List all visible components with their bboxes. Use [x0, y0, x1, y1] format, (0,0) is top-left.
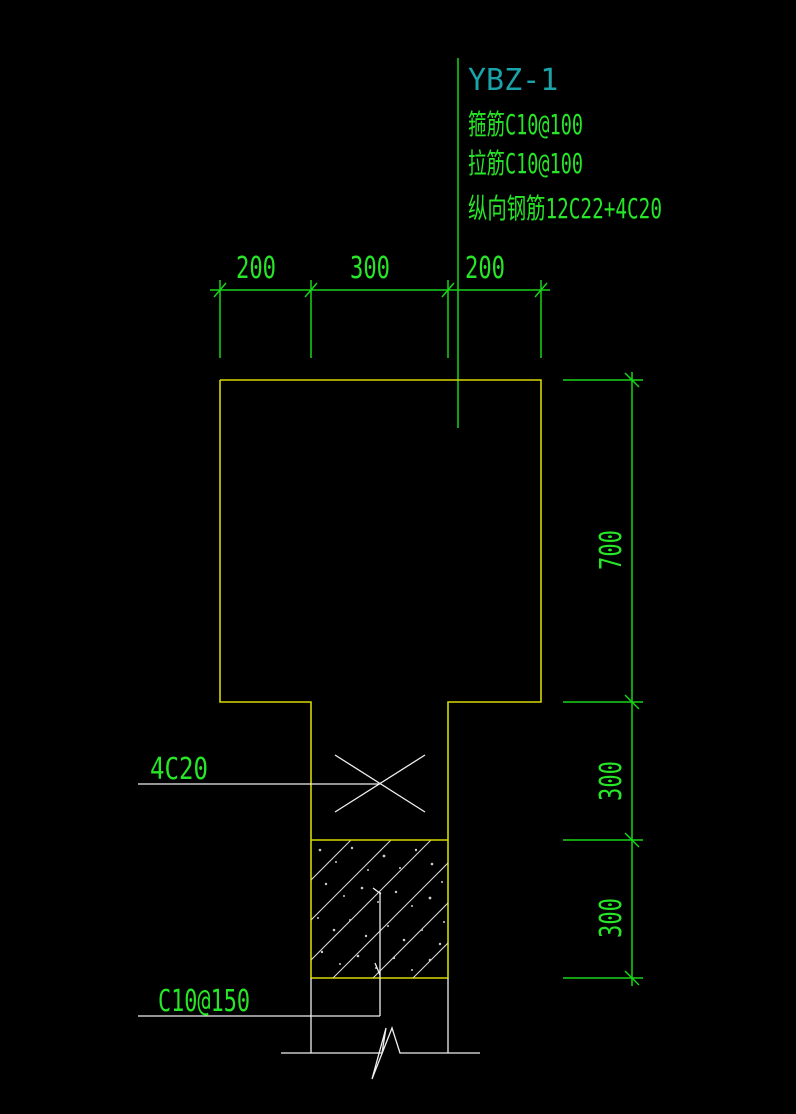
stirrup-spec: 箍筋C10@100 [468, 108, 583, 141]
stirrup-leader [138, 887, 382, 1017]
top-tick-4 [534, 282, 548, 298]
right-tick-4 [624, 970, 640, 986]
right-tick-2 [624, 694, 640, 710]
longitudinal-rebar-spec: 纵向钢筋12C22+4C20 [468, 192, 662, 225]
top-tick-1 [213, 282, 227, 298]
top-tick-2 [304, 282, 318, 298]
top-dimension-2: 300 [350, 251, 390, 286]
rebar-label: 4C20 [150, 752, 208, 787]
rebar-cross-mark [138, 754, 426, 813]
top-dimension-3: 200 [465, 251, 505, 286]
right-tick-1 [624, 372, 640, 388]
top-tick-3 [441, 282, 455, 298]
break-line-symbol [281, 978, 480, 1080]
concrete-hatch-region [311, 839, 448, 978]
member-title: YBZ-1 [468, 63, 558, 98]
top-dimension-1: 200 [236, 251, 276, 286]
tie-spec: 拉筋C10@100 [468, 147, 583, 180]
right-dimension-1: 700 [594, 530, 629, 570]
right-tick-3 [624, 832, 640, 848]
right-dimension-2: 300 [594, 761, 629, 801]
top-dimension-chain [210, 280, 550, 358]
right-dimension-chain [563, 372, 643, 986]
stirrup-label: C10@150 [158, 984, 250, 1019]
right-dimension-3: 300 [594, 898, 629, 938]
